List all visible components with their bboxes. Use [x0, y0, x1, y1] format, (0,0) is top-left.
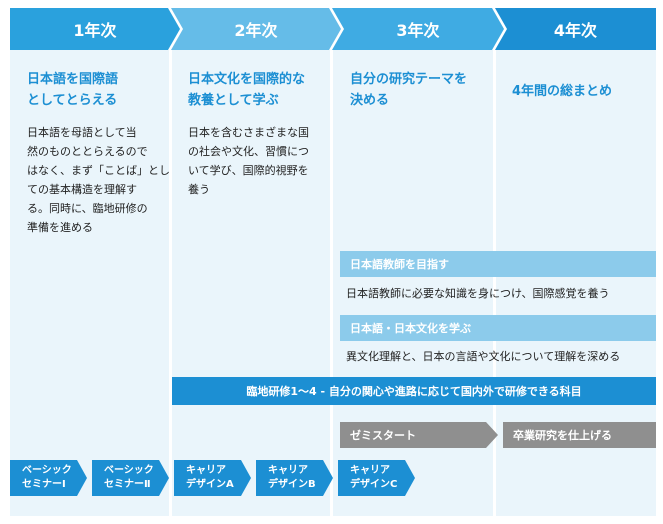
course-basic-seminar-2: ベーシック セミナーⅡ	[92, 460, 169, 496]
year-header-2: 2年次	[171, 8, 341, 50]
fieldwork-bar: 臨地研修1～4 - 自分の関心や進路に応じて国内外で研修できる科目	[172, 377, 656, 405]
track-desc-culture: 異文化理解と、日本の言語や文化について理解を深める	[346, 350, 621, 363]
graduation-research-arrow: 卒業研究を仕上げる	[503, 422, 656, 448]
column-title-year4: 4年間の総まとめ	[512, 84, 613, 99]
track-bar-culture: 日本語・日本文化を学ぶ	[340, 315, 656, 341]
column-bg-year1	[10, 50, 169, 516]
year-header-3: 3年次	[332, 8, 504, 50]
course-career-design-b: キャリア デザインB	[256, 460, 333, 496]
course-career-design-a: キャリア デザインA	[174, 460, 251, 496]
track-label-culture: 日本語・日本文化を学ぶ	[350, 322, 471, 335]
seminar-start-label: ゼミスタート	[350, 429, 416, 442]
column-title-year1: 日本語を国際語 としてとらえる	[27, 72, 119, 108]
column-desc-year2: 日本を含むさまざまな国 の社会や文化、習慣につ いて学び、国際的視野を 養う	[188, 126, 309, 196]
course-basic-seminar-1: ベーシック セミナーⅠ	[10, 460, 87, 496]
year-header-4: 4年次	[495, 8, 656, 50]
track-bar-teacher: 日本語教師を目指す	[340, 251, 656, 277]
year-header-1: 1年次	[10, 8, 180, 50]
track-label-teacher: 日本語教師を目指す	[350, 258, 449, 271]
track-desc-teacher: 日本語教師に必要な知識を身につけ、国際感覚を養う	[346, 287, 610, 300]
column-title-year2: 日本文化を国際的な 教養として学ぶ	[188, 72, 306, 108]
year-label-3: 3年次	[396, 21, 440, 40]
fieldwork-label: 臨地研修1～4 - 自分の関心や進路に応じて国内外で研修できる科目	[246, 385, 582, 398]
column-desc-year1: 日本語を母語として当 然のものととらえるので はなく、まず「ことば」とし ての基…	[27, 126, 170, 234]
column-bg-year2	[172, 50, 330, 516]
course-career-design-c: キャリア デザインC	[338, 460, 415, 496]
column-title-year3: 自分の研究テーマを 決める	[350, 72, 468, 108]
graduation-research-label: 卒業研究を仕上げる	[513, 429, 612, 442]
seminar-start-arrow: ゼミスタート	[340, 422, 498, 448]
year-label-4: 4年次	[553, 21, 598, 40]
year-label-1: 1年次	[73, 21, 117, 40]
year-label-2: 2年次	[234, 21, 278, 40]
